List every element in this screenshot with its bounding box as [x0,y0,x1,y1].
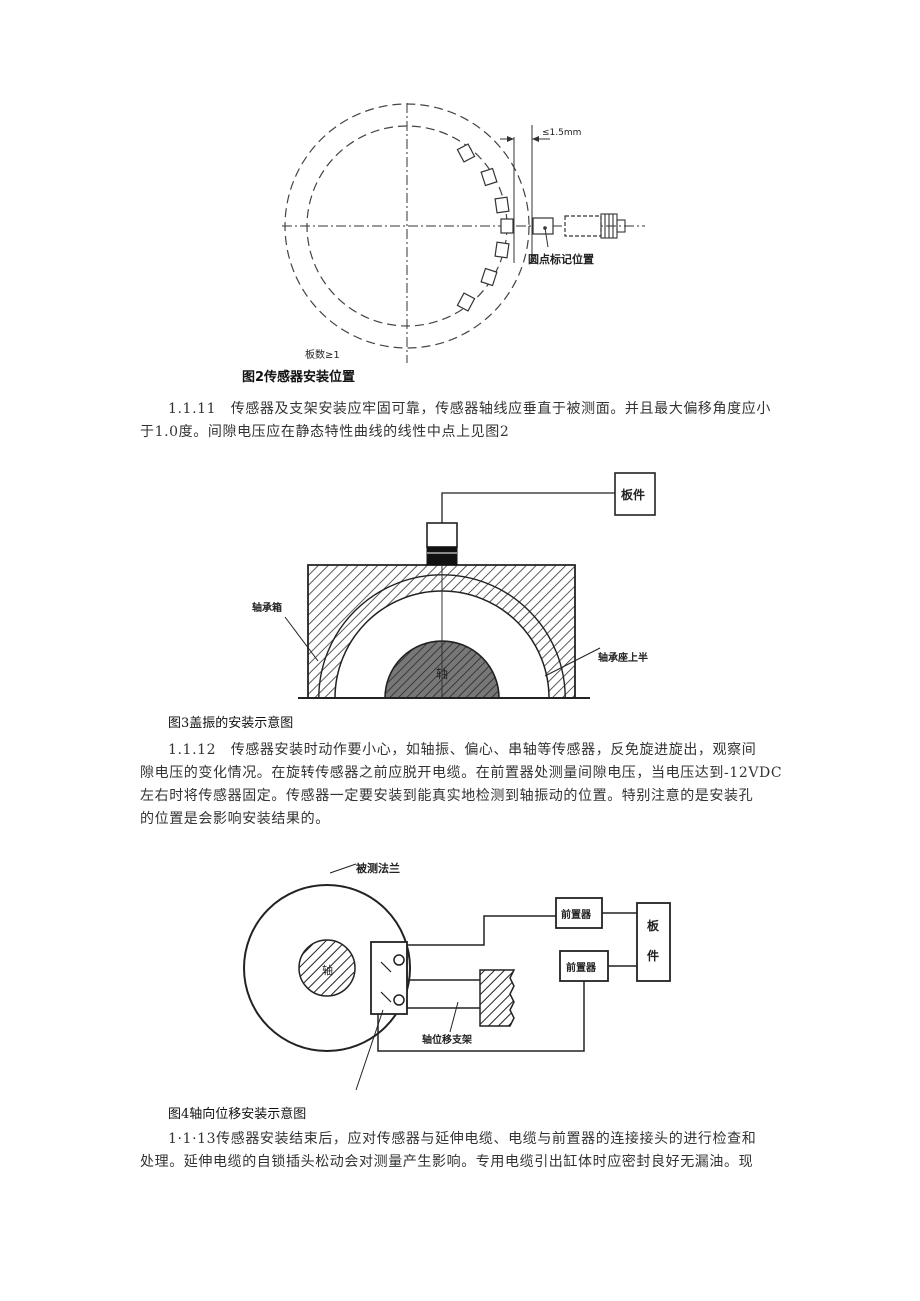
target-block [479,969,516,1027]
bracket-label: 轴位移支架 [422,1033,472,1046]
paragraph-line: 处理。延伸电缆的自锁插头松动会对测量产生影响。专用电缆引出缸体时应密封良好无漏油… [140,1154,754,1170]
bearing-label: 轴承箱 [252,601,282,614]
figure-2-sensor-position: ≤1.5mm 圆点标记位置 板数≥1 [282,103,645,363]
probe-body [564,215,602,237]
paragraph-line: 1.1.11 传感器及支架安装应牢固可靠，传感器轴线应垂直于被测面。并且最大偏移… [168,401,771,417]
teeth-label: 板数≥1 [305,348,340,361]
figure-2-caption: 图2传感器安装位置 [242,370,356,385]
gear-teeth [456,143,514,312]
shaft-label: 轴 [322,963,333,977]
board-label-2: 件 [647,948,659,963]
preamp-2 [559,950,609,982]
seat-label: 轴承座上半 [598,651,648,664]
paragraph-line: 1.1.12 传感器安装时动作要小心，如轴振、偏心、串轴等传感器，反免旋进旋出，… [168,742,757,758]
figure-3-caption: 图3盖振的安装示意图 [168,716,294,731]
paragraph-line: 隙电压的变化情况。在旋转传感器之前应脱开电缆。在前置器处测量间隙电压，当电压达到… [140,765,783,781]
figure-3-cover-vibration: 轴 板件 轴承箱 轴承座上半 [252,472,656,699]
preamp-1 [555,897,603,929]
paragraph-line: 1·1·13传感器安装结束后，应对传感器与延伸电缆、电缆与前置器的连接接头的进行… [168,1131,757,1147]
flange-label: 被测法兰 [356,861,400,875]
mark-label: 圆点标记位置 [528,252,594,266]
paragraph-line: 于1.0度。间隙电压应在静态特性曲线的线性中点上见图2 [140,424,510,440]
shaft [298,939,356,997]
sensor-hole-2 [393,994,405,1006]
paragraph-line: 的位置是会影响安装结果的。 [140,811,330,827]
paragraph-1-1-11: 1.1.11 传感器及支架安装应牢固可靠，传感器轴线应垂直于被测面。并且最大偏移… [140,398,788,444]
gap-label: ≤1.5mm [542,128,581,138]
board-label-1: 板 [647,918,660,933]
board-label: 板件 [621,487,645,502]
preamp-2-label: 前置器 [566,961,597,974]
paragraph-line: 左右时将传感器固定。传感器一定要安装到能真实地检测到轴振动的位置。特别注意的是安… [140,788,754,804]
preamp-1-label: 前置器 [561,908,592,921]
figure-4-caption: 图4轴向位移安装示意图 [168,1107,307,1122]
probe-nut [600,213,626,239]
sensor-hole-1 [393,954,405,966]
board-box [636,902,671,982]
sensor-body [426,522,458,548]
figure-4-axial-displacement: 轴 被测法兰 轴位移支架 前置器 前置器 板 件 [243,861,671,1091]
board-box [614,472,656,516]
sensor-base [426,546,458,566]
paragraph-1-1-12: 1.1.12 传感器安装时动作要小心，如轴振、偏心、串轴等传感器，反免旋进旋出，… [140,739,788,831]
probe-tip [532,217,554,235]
paragraph-1-1-13: 1·1·13传感器安装结束后，应对传感器与延伸电缆、电缆与前置器的连接接头的进行… [140,1128,788,1174]
